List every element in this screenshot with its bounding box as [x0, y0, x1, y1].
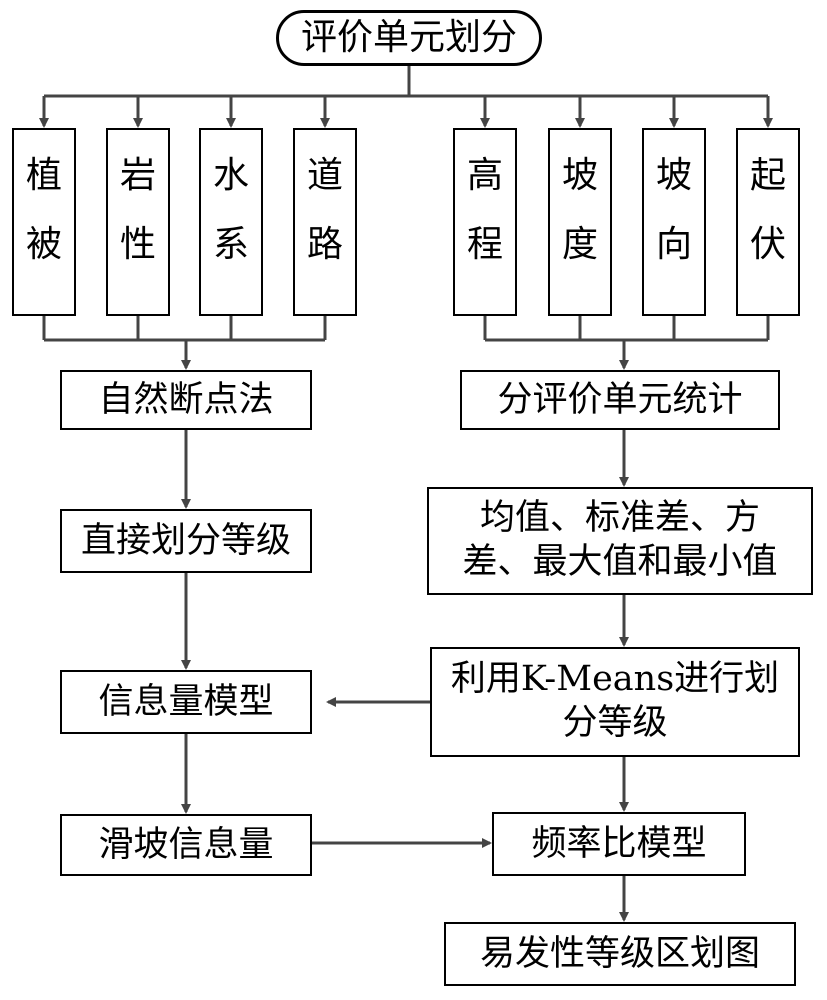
factor-road: 道 路 — [293, 128, 357, 316]
factor-elevation-char2: 程 — [466, 224, 503, 266]
zoning-map-node: 易发性等级区划图 — [444, 922, 796, 986]
factor-relief-char2: 伏 — [749, 224, 786, 266]
factor-elevation: 高 程 — [453, 128, 517, 316]
frequency-ratio-node: 频率比模型 — [492, 812, 746, 876]
factor-slope: 坡 度 — [548, 128, 612, 316]
statistics-line-2: 差、最大值和最小值 — [462, 542, 778, 582]
factor-water-system-char1: 水 — [212, 155, 249, 196]
factor-aspect-char1: 坡 — [655, 155, 692, 196]
factor-vegetation: 植 被 — [12, 128, 76, 316]
info-model-node: 信息量模型 — [60, 670, 312, 734]
unit-stats-node: 分评价单元统计 — [460, 370, 780, 430]
factor-aspect-char2: 向 — [655, 224, 692, 266]
factor-lithology: 岩 性 — [106, 128, 170, 316]
factor-lithology-char2: 性 — [119, 224, 156, 266]
statistics-line-1: 均值、标准差、方 — [479, 498, 760, 539]
factor-aspect: 坡 向 — [642, 128, 706, 316]
factor-elevation-char1: 高 — [466, 155, 503, 196]
factor-relief-char1: 起 — [749, 155, 786, 196]
kmeans-line-2: 分等级 — [562, 703, 668, 743]
factor-water-system: 水 系 — [199, 128, 263, 316]
factor-road-char2: 路 — [306, 224, 343, 266]
statistics-node: 均值、标准差、方 差、最大值和最小值 — [427, 487, 813, 595]
factor-vegetation-char2: 被 — [25, 224, 62, 266]
kmeans-line-1: 利用K-Means进行划 — [450, 659, 780, 700]
factor-lithology-char1: 岩 — [119, 155, 156, 196]
kmeans-node: 利用K-Means进行划 分等级 — [430, 647, 800, 757]
factor-slope-char2: 度 — [561, 224, 598, 266]
factor-road-char1: 道 — [306, 155, 343, 196]
factor-vegetation-char1: 植 — [25, 155, 62, 196]
direct-grading-node: 直接划分等级 — [60, 509, 312, 573]
factor-water-system-char2: 系 — [212, 224, 249, 266]
landslide-info-node: 滑坡信息量 — [60, 814, 312, 876]
factor-relief: 起 伏 — [736, 128, 800, 316]
natural-breaks-node: 自然断点法 — [60, 370, 312, 430]
factor-slope-char1: 坡 — [561, 155, 598, 196]
root-node: 评价单元划分 — [276, 10, 542, 66]
